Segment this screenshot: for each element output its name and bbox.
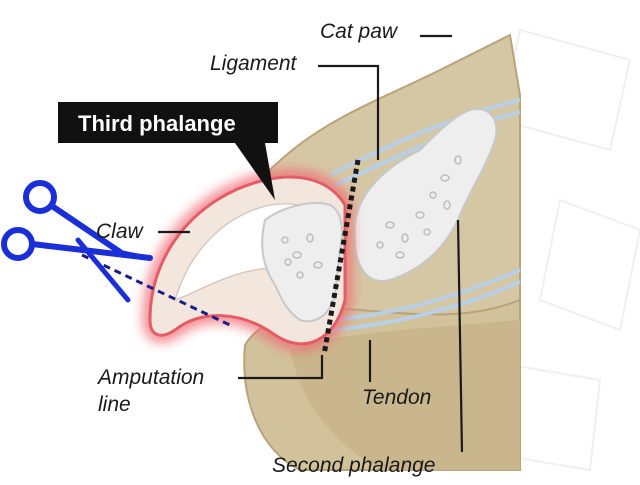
label-claw: Claw [96,220,145,243]
leader-amputation-line [238,355,324,380]
leader-ligament [318,64,380,160]
third-phalange-bone [261,202,343,323]
label-ligament: Ligament [210,52,298,75]
label-tendon: Tendon [362,386,431,409]
label-third-phalange: Third phalange [78,111,236,136]
cut-direction-line [81,253,233,328]
scissors-icon [1,180,153,303]
label-cat-paw: Cat paw [320,20,399,43]
ligament-bands [329,98,521,332]
second-phalange-bone [353,108,498,282]
label-second-phalange: Second phalange [272,454,435,477]
amputation-line [321,159,361,356]
label-amputation-line-1: Amputation [96,366,204,389]
third-phalange-callout: Third phalange [58,102,278,200]
label-amputation-line-2: line [98,393,131,416]
leader-second-phalange [456,219,464,453]
